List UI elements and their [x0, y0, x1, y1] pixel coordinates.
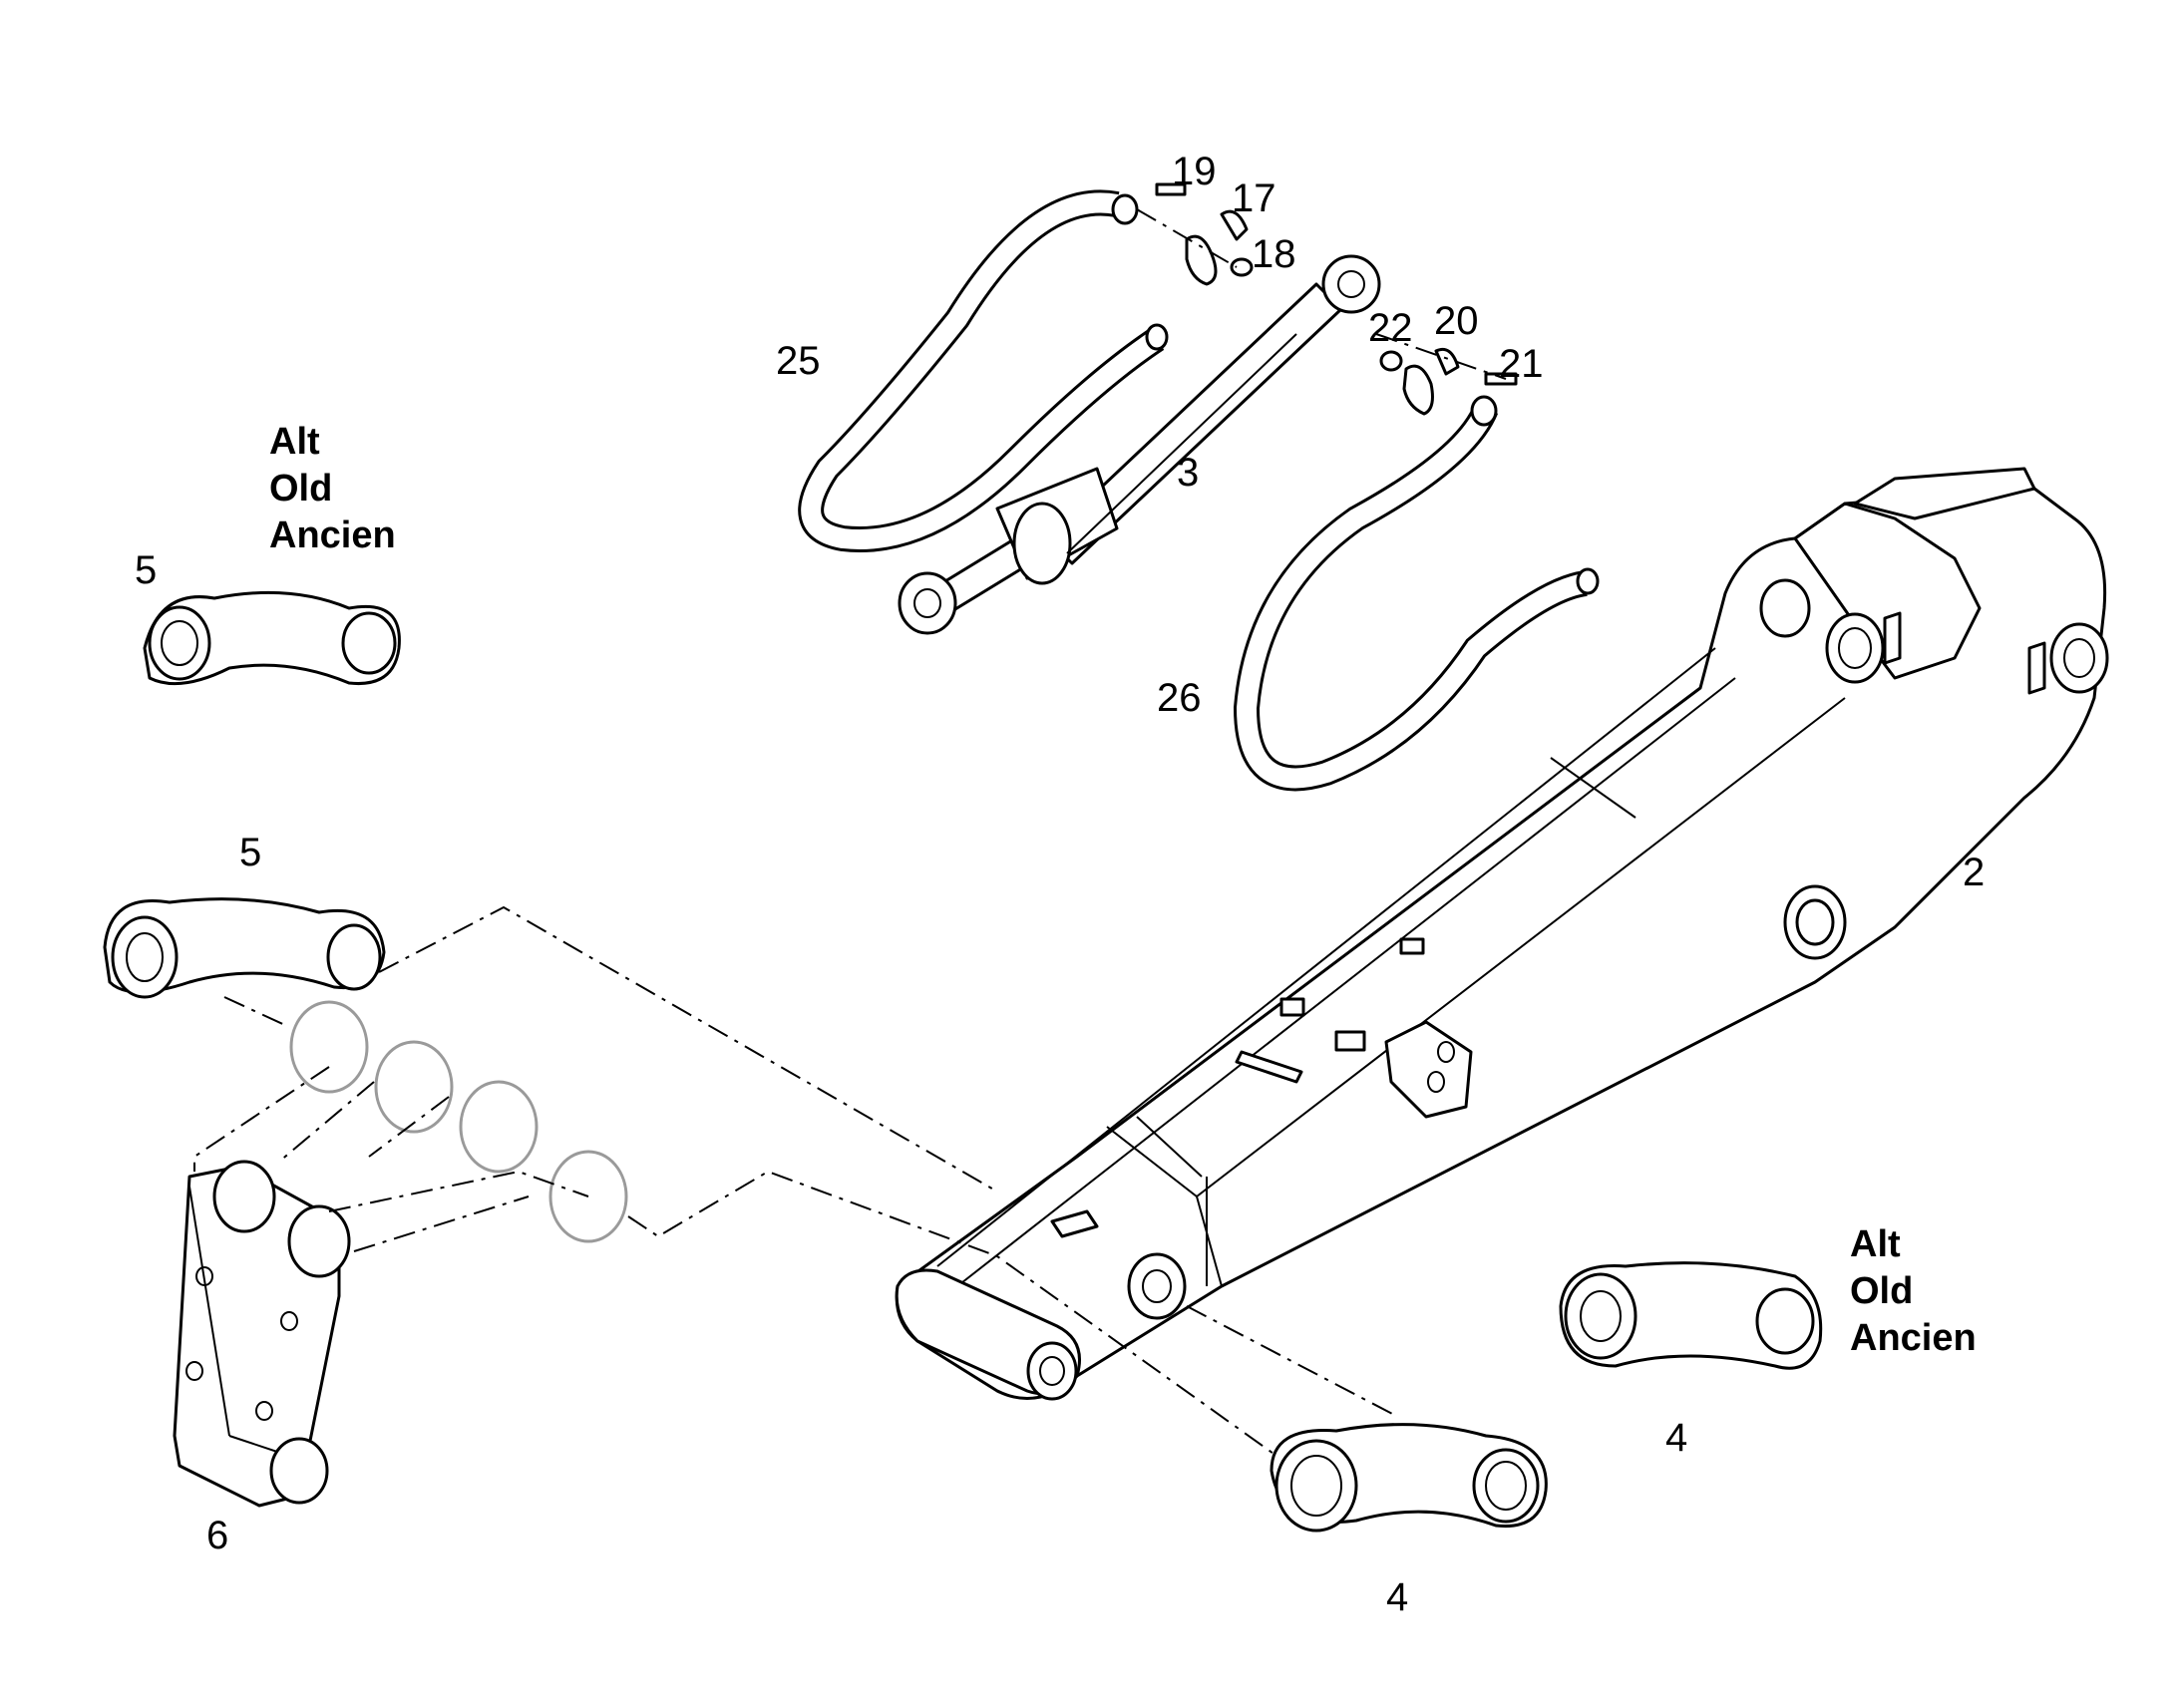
callout-22: 22 — [1368, 306, 1413, 350]
callout-3: 3 — [1177, 451, 1199, 495]
note-line-ancien: Ancien — [1850, 1317, 1977, 1359]
shims — [289, 1000, 628, 1243]
callout-21: 21 — [1499, 342, 1544, 386]
callout-20: 20 — [1434, 299, 1479, 343]
note-line-ancien: Ancien — [269, 514, 396, 556]
link-4-alt — [1559, 1261, 1823, 1370]
hose-25 — [798, 189, 1169, 552]
callout-25: 25 — [776, 339, 821, 383]
callout-18: 18 — [1252, 232, 1296, 276]
callout-2: 2 — [1963, 851, 1985, 894]
note-upper-left: Alt Old Ancien — [269, 421, 396, 556]
link-5 — [103, 897, 386, 999]
link-4 — [1270, 1423, 1548, 1533]
link-6 — [173, 1160, 351, 1508]
callout-19: 19 — [1172, 150, 1217, 193]
callout-5: 5 — [239, 831, 261, 874]
callouts: 19 17 18 22 20 21 25 3 26 2 5 5 6 4 4 — [135, 150, 1985, 1619]
callout-4-alt: 4 — [1665, 1416, 1687, 1460]
callout-26: 26 — [1157, 676, 1202, 720]
note-line-old: Old — [1850, 1270, 1913, 1312]
note-line-old: Old — [269, 468, 332, 510]
callout-6: 6 — [206, 1514, 228, 1557]
note-line-alt: Alt — [1850, 1223, 1901, 1265]
callout-5-alt: 5 — [135, 548, 157, 592]
callout-17: 17 — [1232, 176, 1276, 220]
fittings — [1136, 182, 1518, 416]
assembly-leaders — [193, 905, 1397, 1457]
note-lower-right: Alt Old Ancien — [1850, 1223, 1977, 1359]
note-line-alt: Alt — [269, 421, 320, 463]
link-5-alt — [143, 590, 401, 686]
boom-arm — [895, 467, 2109, 1401]
hose-26 — [1233, 395, 1600, 792]
hydraulic-cylinder — [898, 254, 1381, 635]
callout-4: 4 — [1386, 1575, 1408, 1619]
